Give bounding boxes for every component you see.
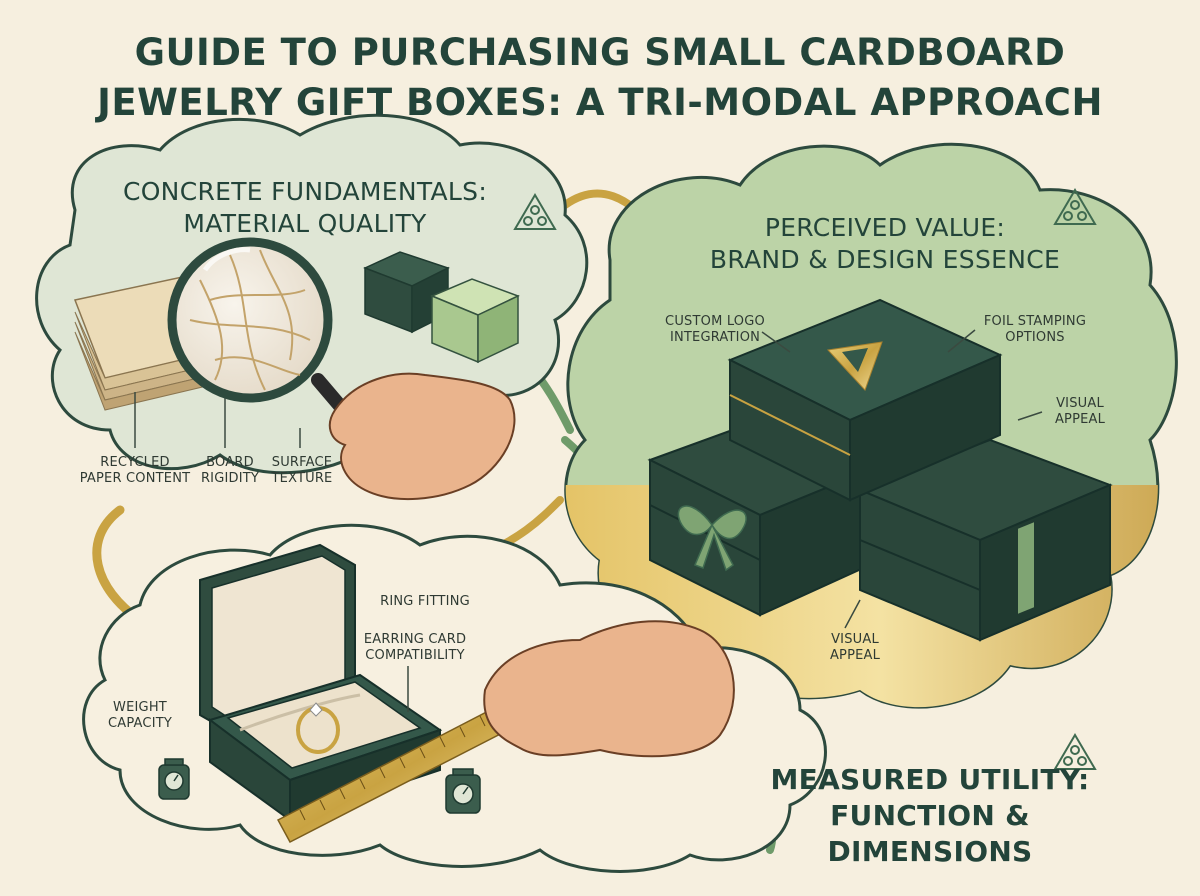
recycled-paper-label: RECYCLED PAPER CONTENT [70, 455, 200, 487]
weight-line-1: WEIGHT [113, 700, 167, 715]
measured-heading-line-1: MEASURED UTILITY: [770, 763, 1090, 796]
recycled-line-2: PAPER CONTENT [79, 471, 191, 486]
recycled-line-1: RECYCLED [100, 455, 170, 470]
perceived-heading-line-2: BRAND & DESIGN ESSENCE [709, 245, 1061, 274]
gears-triangle-icon [513, 193, 557, 230]
visual2-line-2: APPEAL [829, 648, 881, 663]
concrete-leader-lines [134, 392, 301, 448]
board-line-2: RIGIDITY [200, 471, 260, 486]
concrete-heading: CONCRETE FUNDAMENTALS: MATERIAL QUALITY [85, 176, 525, 240]
gears-triangle-icon [1053, 188, 1097, 225]
page-title: GUIDE TO PURCHASING SMALL CARDBOARD JEWE… [0, 28, 1200, 128]
foil-line-1: FOIL STAMPING [983, 314, 1087, 329]
foil-line-2: OPTIONS [1005, 330, 1065, 345]
title-line-1: GUIDE TO PURCHASING SMALL CARDBOARD [134, 31, 1066, 74]
visual2-line-1: VISUAL [831, 632, 879, 647]
scale-icon [158, 758, 190, 800]
measured-heading: MEASURED UTILITY: FUNCTION & DIMENSIONS [735, 762, 1125, 870]
hand-holding-ruler [483, 620, 735, 758]
perceived-heading: PERCEIVED VALUE: BRAND & DESIGN ESSENCE [660, 212, 1110, 276]
stacked-gift-boxes [647, 298, 1113, 642]
earring-card-label: EARRING CARD COMPATIBILITY [340, 632, 490, 664]
scale-icon [445, 768, 481, 814]
logo-line-2: INTEGRATION [669, 330, 761, 345]
visual1-line-1: VISUAL [1056, 396, 1104, 411]
ring-line: RING FITTING [380, 594, 470, 609]
earring-line-1: EARRING CARD [363, 632, 467, 647]
hand-holding-magnifier [328, 372, 516, 500]
magnifying-glass [167, 237, 359, 427]
foil-stamping-label: FOIL STAMPING OPTIONS [960, 314, 1110, 346]
logo-line-1: CUSTOM LOGO [665, 314, 765, 329]
visual-appeal-label-bottom: VISUAL APPEAL [815, 632, 895, 664]
weight-capacity-label: WEIGHT CAPACITY [95, 700, 185, 732]
surface-line-2: TEXTURE [271, 471, 333, 486]
board-rigidity-label: BOARD RIGIDITY [195, 455, 265, 487]
board-line-1: BOARD [206, 455, 254, 470]
visual1-line-2: APPEAL [1054, 412, 1106, 427]
custom-logo-label: CUSTOM LOGO INTEGRATION [640, 314, 790, 346]
concrete-heading-line-2: MATERIAL QUALITY [183, 209, 427, 238]
measured-heading-line-2: FUNCTION & DIMENSIONS [827, 799, 1033, 868]
gears-triangle-icon [1053, 733, 1097, 770]
ribbon-bow [677, 505, 747, 572]
concrete-heading-line-1: CONCRETE FUNDAMENTALS: [122, 177, 488, 206]
surface-texture-label: SURFACE TEXTURE [262, 455, 342, 487]
ring-fitting-label: RING FITTING [350, 594, 500, 610]
visual-appeal-label-top: VISUAL APPEAL [1040, 396, 1120, 428]
weight-line-2: CAPACITY [107, 716, 173, 731]
surface-line-1: SURFACE [271, 455, 333, 470]
small-light-box [430, 278, 520, 364]
ring-box-illustration [199, 543, 443, 822]
perceived-heading-line-1: PERCEIVED VALUE: [764, 213, 1006, 242]
perceived-leader-lines [761, 329, 1043, 629]
earring-line-2: COMPATIBILITY [365, 648, 465, 663]
title-line-2: JEWELRY GIFT BOXES: A TRI-MODAL APPROACH [97, 81, 1103, 124]
